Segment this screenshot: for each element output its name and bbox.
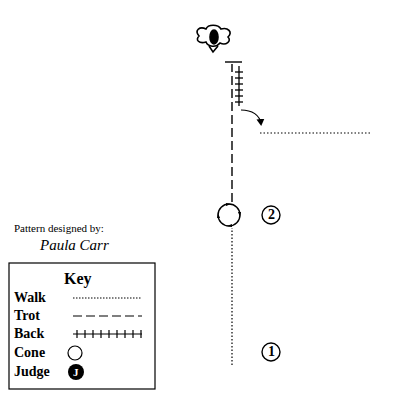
judge-letter: J: [73, 367, 79, 378]
trot-line: [231, 64, 232, 202]
walk-line: [231, 228, 232, 365]
key-box: [9, 263, 155, 389]
back-line: [235, 66, 243, 106]
judge-sample: [68, 364, 84, 380]
legend-text: Judge: [14, 365, 50, 379]
designer-caption: Pattern designed by:: [14, 223, 104, 234]
back-sample: [73, 330, 142, 338]
walk-line: [260, 132, 370, 133]
legend-text: Trot: [14, 309, 40, 323]
walk-sample: [73, 298, 142, 299]
callout-number: 2: [268, 208, 275, 222]
callout-number: 1: [268, 345, 275, 359]
halt-mark: [225, 61, 242, 62]
designer-name: Paula Carr: [40, 238, 109, 253]
trot-sample: [73, 315, 142, 316]
turn-arrow: [241, 110, 261, 124]
key-heading: Key: [64, 271, 92, 287]
cone-sample: [68, 346, 82, 360]
cone-circle: [217, 203, 241, 227]
legend-text: Back: [14, 327, 44, 341]
callout-circle: [262, 343, 280, 361]
legend-text: Cone: [14, 346, 45, 360]
callout-circle: [262, 206, 280, 224]
legend-text: Walk: [14, 291, 46, 305]
judge-icon: [197, 25, 230, 52]
